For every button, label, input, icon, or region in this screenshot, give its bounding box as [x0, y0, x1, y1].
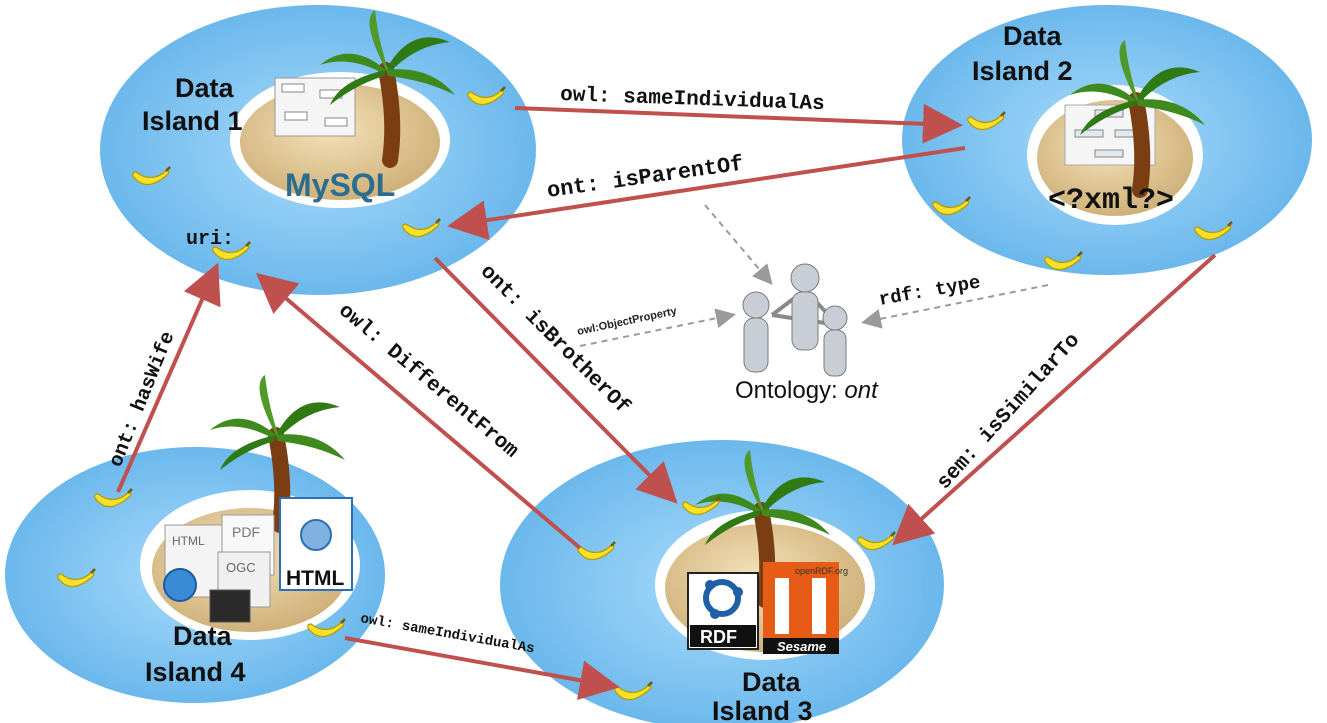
black-window-icon: [209, 589, 251, 623]
has-wife-arrow: [116, 262, 221, 493]
island-2: <?xml?> Data Island 2: [902, 5, 1312, 275]
island-4-title-line1: Data: [173, 621, 233, 651]
is-brother-of-arrow: [433, 256, 678, 504]
different-from-label: owl: DifferentFrom: [334, 300, 523, 463]
rdf-type-arrow: [861, 284, 1049, 329]
object-property-arrow: [579, 308, 736, 347]
same-individual-arrow-1-2: [514, 103, 963, 144]
island-1-uri-label: uri:: [186, 228, 234, 251]
is-similar-to-arrow: [892, 253, 1217, 546]
island-1: MySQL Data Island 1 uri:: [100, 5, 536, 295]
ontology-links: [579, 204, 1049, 347]
is-parent-of-arrow: [447, 146, 966, 240]
parent-to-ontology-arrow: [704, 204, 773, 286]
svg-text:OGC: OGC: [226, 560, 256, 575]
island-1-title-line2: Island 1: [142, 106, 243, 136]
ontology-label: Ontology: ont: [735, 377, 879, 404]
svg-text:RDF: RDF: [700, 627, 737, 647]
island-3-title-line2: Island 3: [712, 696, 813, 723]
island-1-logo: MySQL: [285, 167, 395, 203]
relation-arrows: [116, 103, 1217, 701]
rdf-logo: RDF: [687, 572, 759, 650]
island-2-logo: <?xml?>: [1048, 184, 1174, 218]
sesame-logo: Sesame openRDF.org: [763, 562, 848, 654]
island-2-title-line2: Island 2: [972, 56, 1073, 86]
svg-text:HTML: HTML: [286, 567, 344, 590]
mysql-schema-thumbnail: [274, 77, 356, 137]
svg-text:Sesame: Sesame: [777, 639, 826, 654]
svg-text:PDF: PDF: [232, 524, 260, 540]
different-from-arrow: [255, 272, 582, 550]
island-1-title-line1: Data: [175, 73, 235, 103]
island-2-title-line1: Data: [1003, 21, 1063, 51]
svg-text:openRDF.org: openRDF.org: [795, 566, 848, 576]
people-network-icon: [742, 263, 848, 377]
same-individual-arrow-4-3: [344, 636, 620, 701]
web-documents-cluster: HTML PDF OGC HTML: [163, 497, 353, 623]
island-4-title-line2: Island 4: [145, 657, 246, 687]
svg-text:HTML: HTML: [172, 534, 205, 548]
is-similar-to-label: sem: isSimilarTo: [933, 329, 1085, 494]
ontology-node: Ontology: ont: [735, 263, 879, 404]
island-3-title-line1: Data: [742, 667, 802, 697]
island-4: HTML PDF OGC HTML Data Island 4: [5, 375, 385, 703]
browser-e-icon: [163, 568, 197, 602]
object-property-label: owl:ObjectProperty: [576, 305, 679, 338]
rdf-type-label: rdf: type: [877, 271, 982, 310]
island-3: RDF Sesame openRDF.org Data Island 3: [500, 440, 944, 723]
is-brother-of-label: ont: isBrotherOf: [475, 261, 634, 420]
